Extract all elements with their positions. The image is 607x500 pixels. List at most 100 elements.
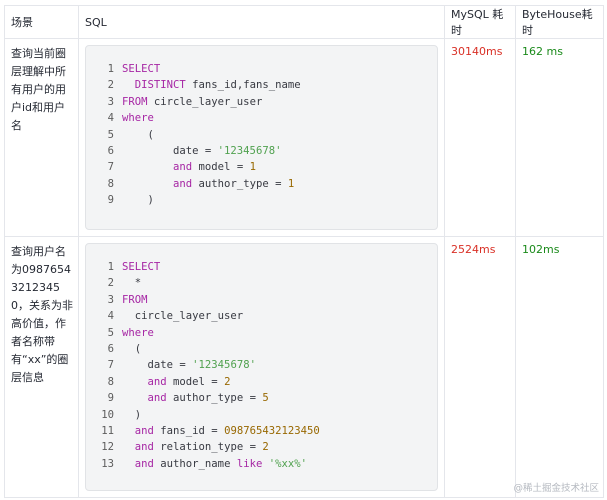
code-token: circle_layer_user	[147, 95, 263, 108]
line-number: 3	[107, 95, 114, 108]
code-line: 3 FROM	[86, 292, 437, 308]
code-token: where	[122, 326, 154, 339]
header-bytehouse-time: ByteHouse耗时	[515, 5, 604, 39]
line-number: 12	[101, 441, 114, 454]
header-scene: 场景	[4, 5, 79, 39]
code-token	[122, 441, 135, 453]
code-text: and fans_id = 098765432123450	[122, 423, 320, 439]
line-number: 6	[107, 144, 114, 157]
code-token	[122, 178, 173, 190]
code-token: and	[134, 457, 154, 470]
code-token: circle_layer_user	[122, 310, 244, 323]
code-token: '12345678'	[217, 144, 282, 157]
code-token: and	[147, 392, 167, 405]
code-token: relation_type =	[153, 441, 263, 454]
code-token: and	[147, 375, 167, 388]
code-token: fans_id,fans_name	[185, 79, 301, 92]
code-line: 7 and model = 1	[86, 159, 437, 175]
scene-cell: 查询当前圈层理解中所有用户的用户id和用户名	[4, 38, 79, 237]
code-text: circle_layer_user	[122, 308, 243, 324]
code-token	[122, 458, 135, 470]
code-text: SELECT	[122, 259, 160, 275]
code-token: and	[173, 177, 193, 190]
code-token: author_name	[153, 457, 237, 470]
table-row: 查询用户名为098765432123450，关系为非高价值，作者名称带有“xx”…	[4, 236, 604, 498]
code-token	[122, 392, 148, 404]
code-token: *	[122, 277, 142, 290]
code-token	[122, 376, 148, 388]
mysql-time: 30140ms	[444, 38, 516, 237]
code-line: 5 (	[86, 127, 437, 143]
mysql-time: 2524ms	[444, 236, 516, 498]
line-number: 4	[107, 310, 114, 323]
code-token: author_type =	[166, 392, 263, 405]
code-line: 9 )	[86, 192, 437, 208]
code-text: *	[122, 275, 141, 291]
code-token	[122, 425, 135, 437]
comparison-table: 场景 SQL MySQL 耗时 ByteHouse耗时 查询当前圈层理解中所有用…	[4, 5, 604, 498]
code-line: 13 and author_name like '%xx%'	[86, 456, 437, 472]
line-number: 2	[107, 79, 114, 92]
code-token: FROM	[122, 95, 148, 108]
bytehouse-time: 162 ms	[515, 38, 604, 237]
code-line: 4 where	[86, 110, 437, 126]
line-number: 1	[107, 63, 114, 75]
code-token: SELECT	[122, 261, 161, 273]
code-line: 2 DISTINCT fans_id,fans_name	[86, 77, 437, 93]
code-token: '%xx%'	[268, 457, 308, 470]
line-number: 10	[101, 408, 114, 421]
scene-cell: 查询用户名为098765432123450，关系为非高价值，作者名称带有“xx”…	[4, 236, 79, 498]
code-token: and	[173, 161, 193, 174]
line-number: 4	[107, 112, 114, 125]
line-number: 13	[101, 457, 114, 470]
code-text: where	[122, 325, 154, 341]
code-text: and author_type = 5	[122, 390, 269, 406]
code-token: FROM	[122, 293, 148, 306]
line-number: 11	[101, 424, 114, 437]
code-token: model =	[166, 375, 225, 388]
code-line: 7 date = '12345678'	[86, 357, 437, 373]
code-token: fans_id =	[153, 424, 225, 437]
code-text: and model = 2	[122, 374, 231, 390]
code-line: 1 SELECT	[86, 61, 437, 77]
code-token	[122, 161, 173, 173]
code-token: and	[134, 441, 154, 454]
line-number: 5	[107, 128, 114, 141]
code-token: (	[122, 128, 154, 141]
code-text: where	[122, 110, 154, 126]
code-token: where	[122, 112, 154, 125]
code-text: FROM	[122, 292, 148, 308]
code-line: 9 and author_type = 5	[86, 390, 437, 406]
code-token: and	[134, 424, 154, 437]
code-token: DISTINCT	[134, 79, 186, 92]
code-token: 2	[262, 441, 269, 454]
code-token: 2	[224, 375, 231, 388]
code-line: 4 circle_layer_user	[86, 308, 437, 324]
line-number: 6	[107, 342, 114, 355]
code-line: 8 and author_type = 1	[86, 176, 437, 192]
code-token: like	[236, 457, 263, 470]
code-token: 098765432123450	[224, 424, 320, 437]
code-token: author_type =	[192, 177, 288, 190]
code-token: (	[122, 342, 142, 355]
code-token: 1	[287, 177, 295, 190]
code-line: 8 and model = 2	[86, 374, 437, 390]
code-token: )	[122, 408, 142, 421]
line-number: 7	[107, 161, 114, 174]
code-text: SELECT	[122, 61, 160, 77]
line-number: 2	[107, 277, 114, 290]
code-token	[122, 79, 135, 91]
code-line: 12 and relation_type = 2	[86, 439, 437, 455]
code-line: 2 *	[86, 275, 437, 291]
code-text: and author_type = 1	[122, 176, 294, 192]
code-line: 6 date = '12345678'	[86, 143, 437, 159]
code-text: and relation_type = 2	[122, 439, 269, 455]
code-text: date = '12345678'	[122, 357, 256, 373]
line-number: 3	[107, 293, 114, 306]
watermark: @稀土掘金技术社区	[513, 483, 599, 494]
